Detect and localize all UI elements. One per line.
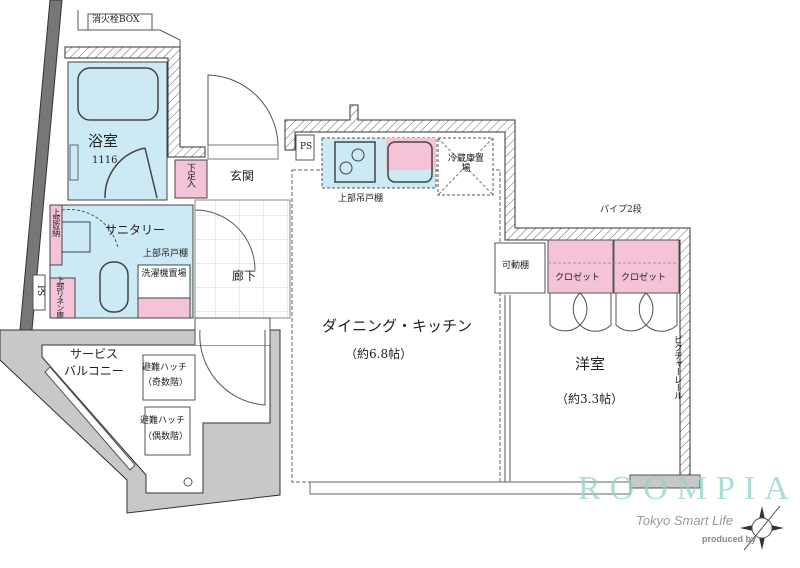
fire-box bbox=[87, 13, 153, 31]
roompia-logo: ROOMPIA bbox=[578, 470, 798, 507]
balcony-floor bbox=[41, 344, 271, 494]
dk-size-label: （約6.8帖） bbox=[345, 347, 413, 361]
upper-linen bbox=[49, 277, 76, 319]
ps-left bbox=[32, 274, 46, 311]
pipe-label: パイプ2段 bbox=[600, 205, 642, 215]
upper-linen-label: 上部リネン庫 bbox=[55, 276, 65, 318]
compass-north-icon bbox=[740, 505, 784, 551]
wall-bath bbox=[64, 46, 206, 158]
ps-kitchen bbox=[295, 134, 315, 161]
closet-2-label: クロゼット bbox=[621, 273, 667, 283]
sink bbox=[386, 138, 436, 170]
fire-box-label: 消火栓BOX bbox=[92, 15, 140, 25]
closet-1-label: クロゼット bbox=[555, 273, 601, 283]
bathroom-size-label: 1116 bbox=[92, 155, 118, 166]
closet-1 bbox=[547, 239, 614, 294]
tagline: Tokyo Smart Life bbox=[636, 513, 734, 528]
western-room-label: 洋室 bbox=[575, 355, 606, 373]
shoe-box bbox=[174, 159, 208, 199]
washbasin-icon bbox=[61, 221, 91, 253]
hallway-label: 廊下 bbox=[232, 269, 257, 283]
hatch-odd-label-2: （奇数階） bbox=[143, 378, 189, 388]
kitchen-cabinet-label: 上部吊戸棚 bbox=[338, 194, 384, 204]
hatch-even bbox=[144, 406, 191, 456]
ps-left-label: PS bbox=[34, 285, 45, 296]
hallway-floor bbox=[194, 199, 291, 319]
hatch-odd bbox=[142, 354, 196, 401]
shoe-box-label: 下足入 bbox=[184, 163, 195, 187]
washer-space bbox=[137, 297, 191, 319]
stove-icon bbox=[334, 141, 376, 183]
balcony-label-1: サービス bbox=[70, 347, 119, 361]
closet-2 bbox=[613, 239, 680, 294]
sanitary-label: サニタリー bbox=[105, 223, 166, 237]
bathtub-icon bbox=[77, 67, 159, 121]
western-size-label: （約3.3帖） bbox=[556, 392, 624, 406]
upper-storage-label: 上部収納 bbox=[51, 208, 61, 236]
produced-by: produced by bbox=[702, 534, 757, 544]
bathroom-label: 浴室 bbox=[88, 132, 119, 150]
dk-label: ダイニング・キッチン bbox=[322, 317, 473, 335]
entrance-label: 玄関 bbox=[230, 169, 255, 183]
balcony-label-2: バルコニー bbox=[64, 364, 124, 378]
movable-shelf bbox=[494, 242, 546, 294]
hatch-odd-label-1: 避難ハッチ bbox=[142, 363, 188, 373]
bathroom-area bbox=[67, 61, 168, 201]
entrance-door-icon bbox=[207, 74, 279, 148]
washer-label: 洗濯機置場 bbox=[141, 269, 187, 279]
toilet-icon bbox=[99, 261, 129, 313]
sanitary-cabinet-label: 上部吊戸棚 bbox=[143, 249, 189, 259]
hatch-even-label-2: （偶数階） bbox=[143, 432, 189, 442]
sink-icon bbox=[387, 141, 433, 183]
movable-shelf-label: 可動棚 bbox=[502, 261, 530, 271]
fridge-label: 冷蔵庫置場 bbox=[447, 154, 484, 174]
picture-rail-label: ピクチャーレール bbox=[671, 335, 682, 399]
ps-kitchen-label: PS bbox=[300, 142, 313, 152]
hatch-even-label-1: 避難ハッチ bbox=[140, 416, 186, 426]
